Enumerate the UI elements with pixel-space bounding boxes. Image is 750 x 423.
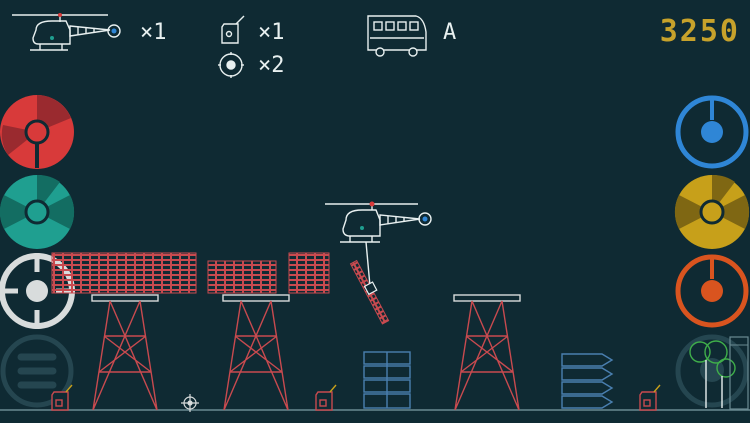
red-rotor-dial[interactable] [0, 95, 74, 169]
blue-gauge-dial[interactable] [675, 95, 749, 169]
fuel-can-pickup [639, 384, 661, 411]
hud-helicopter-icon [12, 13, 121, 51]
tree-button[interactable] [675, 334, 749, 410]
player-helicopter [325, 201, 432, 287]
hud-target-count: ×2 [258, 53, 285, 78]
gold-rotor-dial[interactable] [674, 174, 750, 249]
hud-score: 3250 [660, 14, 740, 49]
mine-target [181, 394, 199, 412]
menu-button[interactable] [0, 334, 74, 408]
blue-crate-stack-1 [363, 351, 411, 409]
hud-vehicle-icon [367, 15, 427, 57]
girder-stack-middle [207, 260, 277, 294]
tower-3 [453, 294, 521, 411]
orange-gauge-dial[interactable] [675, 254, 749, 328]
tree-icon [689, 336, 749, 410]
blue-crate-stack-2 [561, 353, 614, 409]
fuel-can-pickup [315, 384, 337, 411]
girder-stack-left [51, 252, 197, 294]
carried-girder [349, 259, 390, 325]
tower-1 [91, 294, 159, 411]
hud-target-icon [218, 52, 244, 78]
hud-fuel-can-icon [221, 15, 245, 44]
hamburger-menu-icon [17, 353, 57, 389]
hud-lives-count: ×1 [140, 20, 167, 45]
fuel-can-pickup [51, 384, 73, 411]
hud-vehicle-grade: A [443, 20, 456, 45]
teal-rotor-dial[interactable] [0, 174, 75, 249]
tower-2 [222, 294, 290, 411]
girder-stack-right [288, 252, 330, 294]
hud-fuel-count: ×1 [258, 20, 285, 45]
